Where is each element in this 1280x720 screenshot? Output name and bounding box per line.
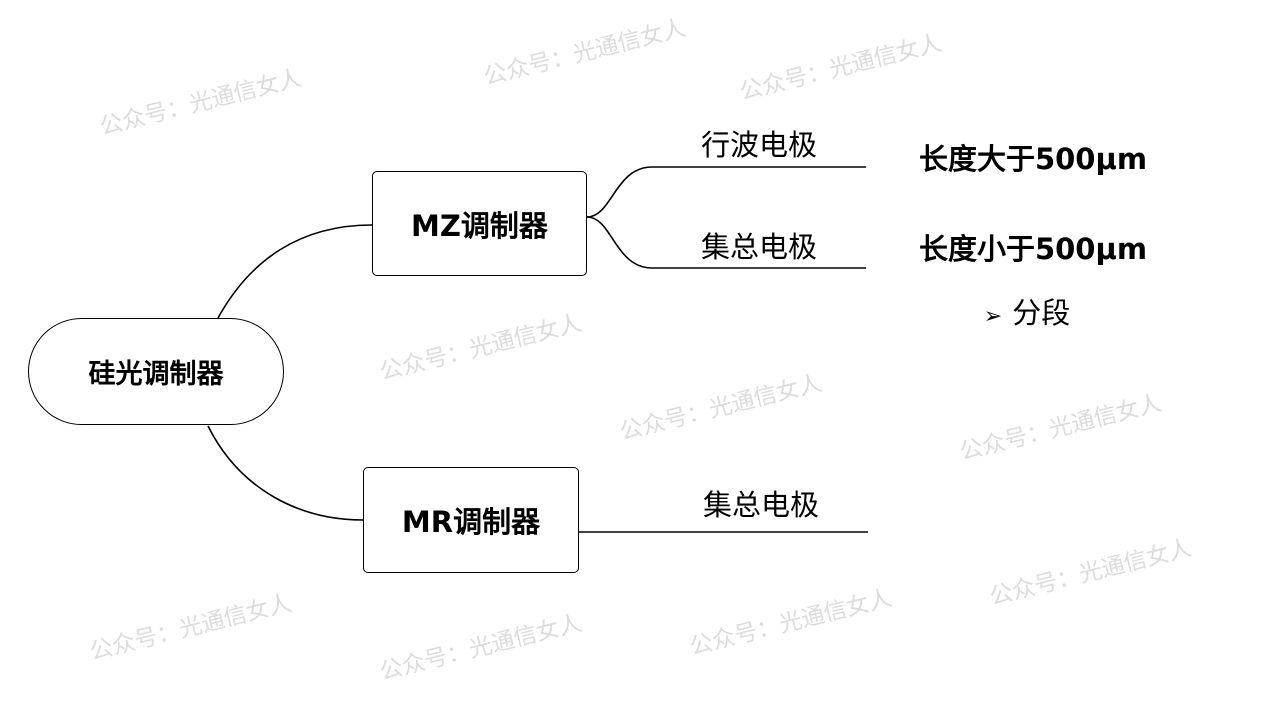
root-label: 硅光调制器 — [88, 359, 224, 390]
segmented-label: 分段 — [1012, 296, 1071, 330]
arrow-bullet-icon: ➢ — [983, 304, 1003, 329]
root-node: 硅光调制器 — [28, 318, 284, 425]
lumped-electrode-label: 集总电极 — [700, 230, 818, 264]
length-under-500-note: 长度小于500μm — [918, 232, 1148, 266]
segmented-bullet-item: ➢ 分段 — [984, 290, 1070, 332]
mz-modulator-node: MZ调制器 — [372, 171, 587, 276]
connector-root-mz — [217, 224, 373, 319]
mr-modulator-node: MR调制器 — [363, 467, 579, 573]
traveling-wave-electrode-label: 行波电极 — [700, 128, 818, 162]
connector-mz-traveling — [586, 166, 866, 218]
connector-root-mr — [207, 425, 364, 521]
mr-label: MR调制器 — [401, 505, 541, 539]
mr-lumped-electrode-label: 集总电极 — [702, 488, 820, 522]
mz-label: MZ调制器 — [411, 208, 548, 243]
length-over-500-note: 长度大于500μm — [918, 142, 1148, 176]
connector-mz-lumped — [586, 216, 866, 269]
